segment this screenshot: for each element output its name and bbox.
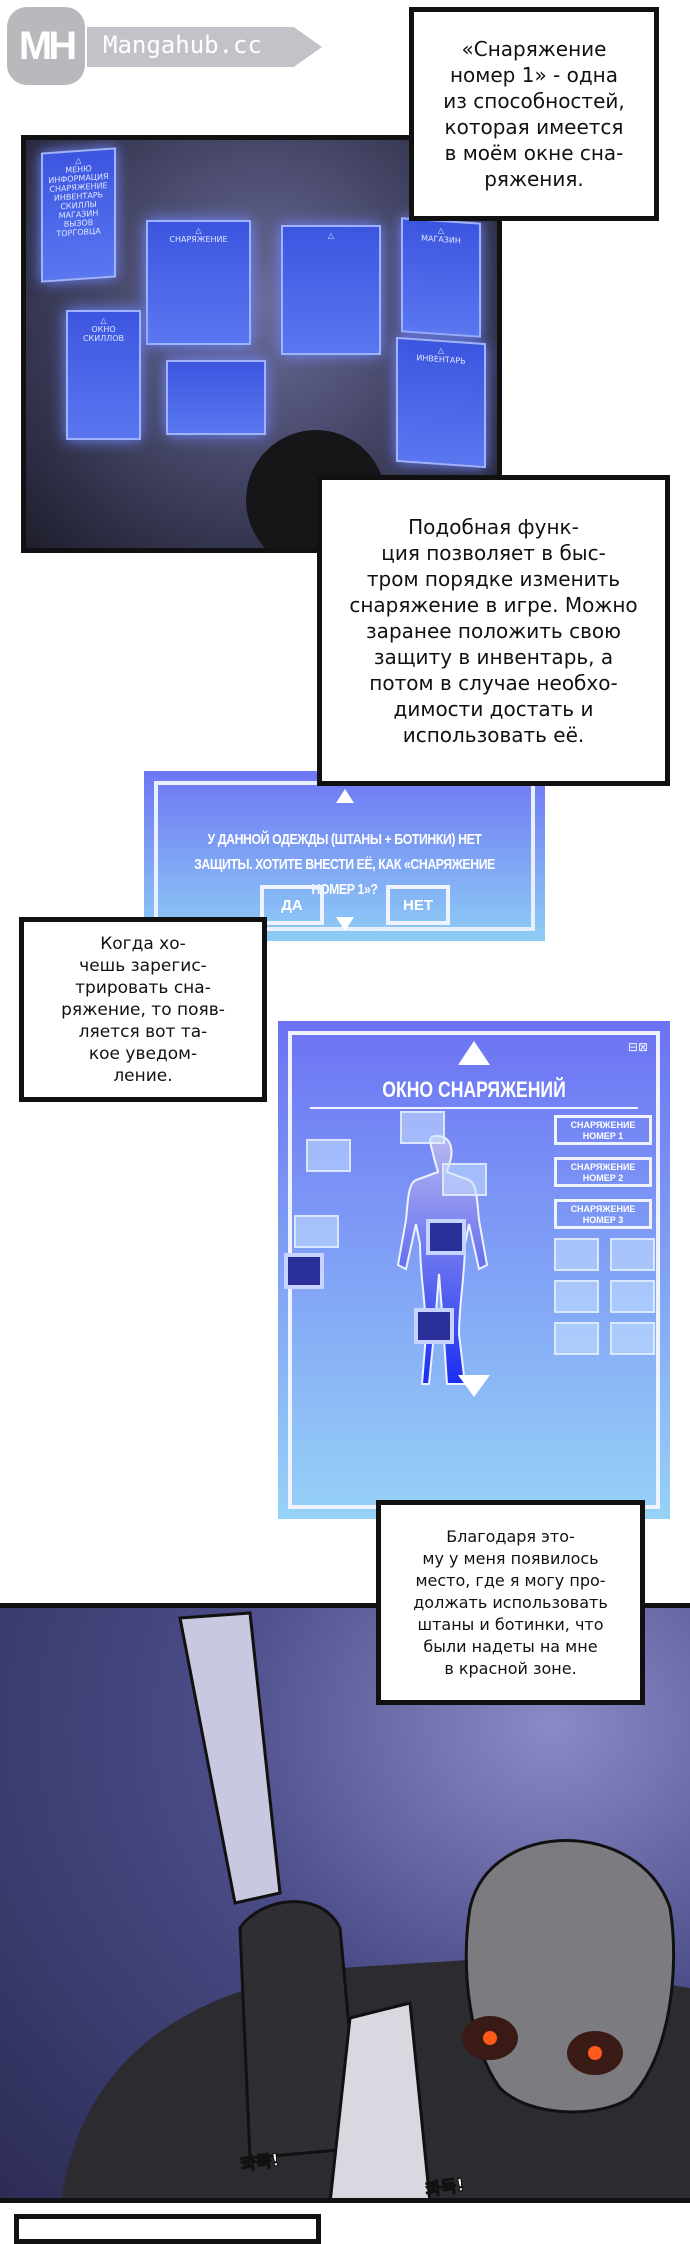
- logo-badge: MH: [7, 7, 85, 85]
- holo-equipment: △СНАРЯЖЕНИЕ: [146, 220, 251, 345]
- boots-item-icon[interactable]: [414, 1308, 454, 1344]
- arrow-up-icon: [335, 789, 354, 803]
- holo-skills: △ОКНО СКИЛЛОВ: [66, 310, 141, 440]
- site-watermark: MH Mangahub.cc: [7, 7, 337, 85]
- caption-box: Подобная функ- ция позволяет в быс- тром…: [317, 475, 670, 786]
- pants-item-icon[interactable]: [426, 1219, 466, 1255]
- register-dialog: У ДАННОЙ ОДЕЖДЫ (ШТАНЫ + БОТИНКИ) НЕТ ЗА…: [144, 771, 545, 941]
- set-button-2[interactable]: СНАРЯЖЕНИЕ НОМЕР 2: [554, 1157, 652, 1187]
- arrow-down-icon: [335, 917, 354, 931]
- holo-skills-title: ОКНО СКИЛЛОВ: [82, 325, 125, 343]
- holo-menu: △МЕНЮ ИНФОРМАЦИЯ СНАРЯЖЕНИЕ ИНВЕНТАРЬ СК…: [41, 147, 116, 283]
- window-controls-icon[interactable]: ⊟⊠: [627, 1040, 648, 1054]
- caption-box: Когда хо- чешь зарегис- трировать сна- р…: [19, 917, 267, 1102]
- menu-item: ВЫЗОВ ТОРГОВЦА: [56, 217, 101, 239]
- equip-slot[interactable]: [294, 1215, 339, 1248]
- equipment-window: ⊟⊠ ОКНО СНАРЯЖЕНИЙ СНАРЯЖЕНИЕ НОМЕР 1 СН…: [278, 1021, 670, 1519]
- holo-stats: △: [281, 225, 381, 355]
- sword-item-icon[interactable]: [284, 1253, 324, 1289]
- inventory-slot[interactable]: [610, 1238, 655, 1271]
- yes-button[interactable]: ДА: [260, 885, 324, 925]
- skeleton-illustration: [61, 1611, 690, 2198]
- divider: [310, 1107, 638, 1109]
- caption-box-partial: [14, 2214, 321, 2244]
- equip-slot[interactable]: [442, 1163, 487, 1196]
- holo-inventory: △ИНВЕНТАРЬ: [396, 336, 486, 469]
- equip-slot[interactable]: [400, 1111, 445, 1144]
- inventory-slot[interactable]: [610, 1322, 655, 1355]
- inventory-slot[interactable]: [554, 1280, 599, 1313]
- equip-slot[interactable]: [306, 1139, 351, 1172]
- arrow-up-icon: [458, 1041, 490, 1065]
- window-title: ОКНО СНАРЯЖЕНИЙ: [382, 1077, 566, 1102]
- set-button-1[interactable]: СНАРЯЖЕНИЕ НОМЕР 1: [554, 1115, 652, 1145]
- inventory-slot[interactable]: [610, 1280, 655, 1313]
- caption-box: Благодаря это- му у меня появилось место…: [376, 1500, 645, 1705]
- holo-info: [166, 360, 266, 435]
- caption-box: «Снаряжение номер 1» - одна из способнос…: [409, 7, 659, 221]
- no-button[interactable]: НЕТ: [386, 885, 450, 925]
- site-name: Mangahub.cc: [87, 27, 322, 67]
- inventory-slot[interactable]: [554, 1238, 599, 1271]
- holo-equip-title: СНАРЯЖЕНИЕ: [169, 235, 228, 244]
- dialog-message: У ДАННОЙ ОДЕЖДЫ (ШТАНЫ + БОТИНКИ) НЕТ ЗА…: [194, 831, 495, 898]
- set-button-3[interactable]: СНАРЯЖЕНИЕ НОМЕР 3: [554, 1199, 652, 1229]
- inventory-slot[interactable]: [554, 1322, 599, 1355]
- arrow-down-icon: [458, 1375, 490, 1397]
- holo-shop: △МАГАЗИН: [401, 217, 481, 338]
